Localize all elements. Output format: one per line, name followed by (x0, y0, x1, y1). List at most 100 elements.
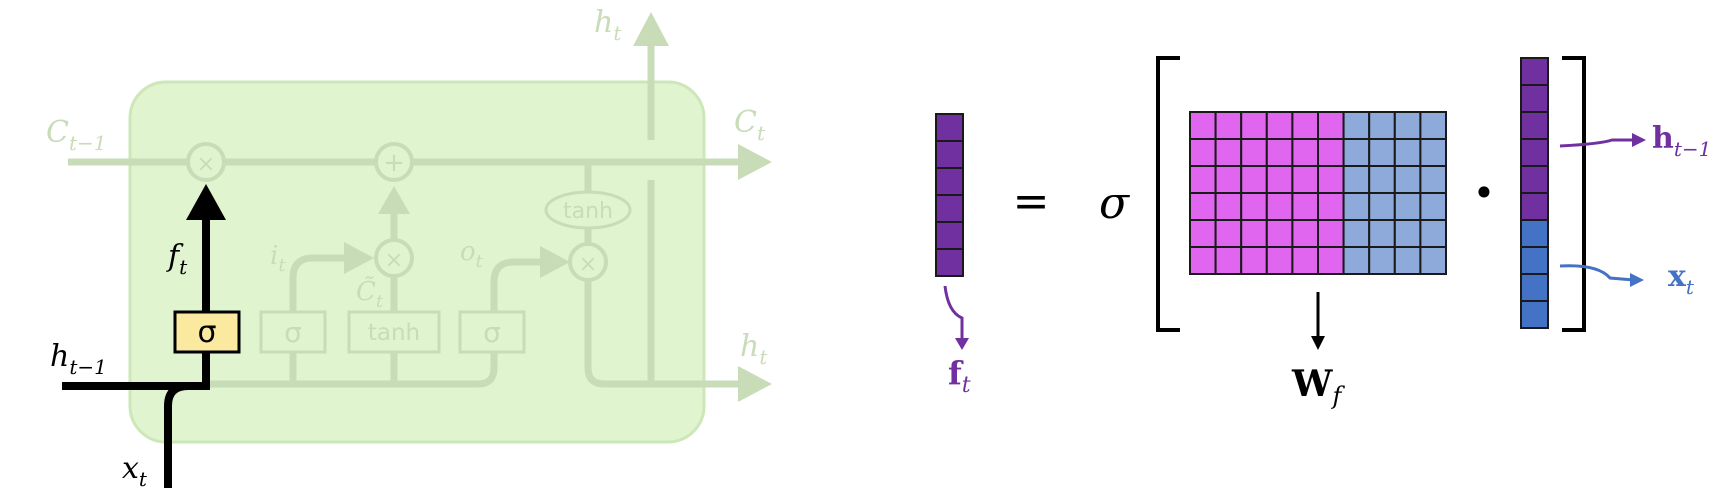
w-matrix-cell-x (1368, 219, 1396, 248)
input-bus (206, 352, 498, 388)
w-matrix-cell-h (1189, 111, 1217, 140)
w-matrix-cell-x (1342, 192, 1371, 221)
x-vector-cell (1520, 273, 1549, 302)
w-matrix-cell-x (1393, 246, 1422, 275)
dot-operator: • (1473, 171, 1495, 215)
output-gate-label: σ (483, 316, 501, 349)
f-vector-cell (935, 140, 964, 169)
c-prev-label: Ct−1 (46, 115, 107, 155)
x-vector-cell (1520, 300, 1549, 329)
w-matrix-cell-h (1214, 138, 1243, 167)
h-right-line (584, 162, 742, 388)
o-gate-label: ot (460, 237, 484, 272)
f-vector (935, 113, 964, 277)
w-matrix-cell-x (1393, 192, 1422, 221)
w-matrix-cell-x (1368, 192, 1396, 221)
w-matrix-cell-h (1291, 192, 1320, 221)
equals-sign: = (1013, 176, 1050, 227)
w-label: Wf (1291, 363, 1345, 410)
cell-state-arrowhead (738, 144, 772, 180)
x-in-line (164, 382, 189, 488)
w-matrix-cell-h (1189, 192, 1217, 221)
w-matrix-cell-h (1291, 138, 1320, 167)
input-gate-box: σ (259, 310, 327, 354)
add-op: + (374, 142, 414, 182)
w-matrix-cell-h (1214, 192, 1243, 221)
w-matrix-cell-h (1240, 111, 1268, 140)
w-matrix-cell-h (1265, 246, 1294, 275)
forget-gate-box (173, 310, 241, 354)
input-multiply-op: × (374, 238, 414, 278)
o-path (490, 258, 544, 312)
h-vector-cell (1520, 165, 1549, 194)
w-matrix-cell-h (1265, 138, 1294, 167)
o-arrowhead (540, 246, 570, 278)
w-matrix-cell-h (1291, 111, 1320, 140)
w-matrix-cell-x (1342, 138, 1371, 167)
w-matrix-cell-h (1317, 192, 1345, 221)
w-matrix-cell-h (1214, 246, 1243, 275)
output-multiply-symbol: × (579, 252, 597, 277)
w-matrix-cell-x (1368, 246, 1396, 275)
w-arrow-head (1311, 336, 1325, 350)
h-arrow (1559, 138, 1636, 148)
h-top-arrowhead (633, 12, 669, 46)
h-prev-label: ht−1 (50, 339, 107, 379)
cell-tanh-label: tanh (563, 199, 613, 224)
h-vector-cell (1520, 111, 1549, 140)
h-arrow-head (1632, 133, 1646, 147)
input-multiply-symbol: × (385, 248, 403, 273)
h-vector-cell (1520, 57, 1549, 86)
i-gate-label: it (270, 241, 286, 276)
forget-gate-label: σ (197, 315, 216, 350)
w-matrix-cell-x (1393, 165, 1422, 194)
w-matrix-cell-x (1393, 111, 1422, 140)
w-matrix-cell-h (1317, 219, 1345, 248)
w-matrix-cell-h (1265, 219, 1294, 248)
h-top-label: ht (594, 5, 622, 45)
w-matrix-cell-h (1265, 111, 1294, 140)
w-matrix (1189, 111, 1448, 275)
forget-multiply-symbol: × (197, 152, 215, 177)
w-matrix-cell-x (1393, 219, 1422, 248)
x-arrow (1559, 264, 1635, 282)
w-matrix-cell-h (1317, 246, 1345, 275)
w-matrix-cell-x (1393, 138, 1422, 167)
forget-up-arrowhead (186, 184, 226, 220)
w-matrix-cell-h (1291, 246, 1320, 275)
h-prev-line (62, 352, 210, 390)
h-label: ht−1 (1652, 121, 1711, 161)
w-matrix-cell-x (1368, 111, 1396, 140)
w-matrix-cell-h (1214, 165, 1243, 194)
f-vector-cell (935, 167, 964, 196)
i-arrowhead (344, 242, 374, 274)
candidate-gate-box: tanh (347, 310, 441, 354)
output-multiply-op: × (568, 242, 608, 282)
w-matrix-cell-x (1419, 138, 1448, 167)
w-matrix-cell-x (1419, 111, 1448, 140)
f-label: ft (948, 354, 971, 398)
hx-vector (1520, 57, 1549, 329)
w-matrix-cell-x (1368, 165, 1396, 194)
c-tilde-label: C̃t (356, 276, 384, 312)
w-matrix-cell-h (1265, 165, 1294, 194)
h-vector-cell (1520, 192, 1549, 221)
f-vector-cell (935, 248, 964, 277)
w-matrix-cell-h (1240, 246, 1268, 275)
forget-multiply-op: × (186, 142, 226, 182)
output-gate-box: σ (458, 310, 526, 354)
w-matrix-cell-h (1291, 165, 1320, 194)
cell-tanh-op: tanh (544, 190, 632, 230)
mult-to-add-arrowhead (378, 186, 410, 214)
w-matrix-cell-h (1189, 246, 1217, 275)
w-matrix-cell-h (1291, 219, 1320, 248)
sigma-symbol: σ (1099, 178, 1131, 229)
h-vector-cell (1520, 84, 1549, 113)
x-vector-cell (1520, 246, 1549, 275)
w-matrix-cell-x (1342, 246, 1371, 275)
w-matrix-cell-h (1189, 165, 1217, 194)
w-matrix-cell-x (1419, 192, 1448, 221)
c-out-label: Ct (734, 105, 766, 145)
candidate-gate-label: tanh (368, 320, 420, 346)
